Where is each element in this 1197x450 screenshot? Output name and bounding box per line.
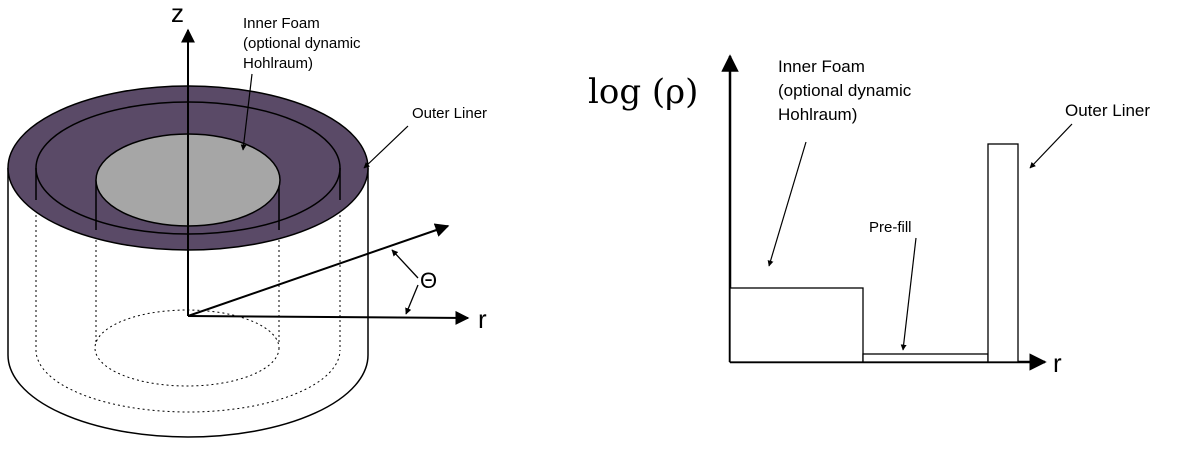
- theta-label: Θ: [420, 268, 437, 293]
- cylinder-diagram: z r Θ Inner Foam (optional dynamic Hohlr…: [7, 0, 487, 438]
- theta-ray: [187, 223, 450, 317]
- profile-outer-liner-pointer: [1029, 123, 1073, 169]
- inner-foam-bar: [729, 287, 864, 363]
- r-axis-label: r: [478, 304, 487, 334]
- density-profile-diagram: log (ρ) r Inner Foam (optional dynamic H…: [588, 54, 1150, 378]
- r-axis: [187, 310, 470, 325]
- profile-inner-foam-line1: Inner Foam: [778, 57, 865, 76]
- x-axis-label: r: [1053, 348, 1062, 378]
- liner-inner-wall-dotted: [35, 200, 341, 413]
- outer-liner-pointer: [363, 125, 409, 169]
- theta-arc-arrow-top: [391, 249, 419, 279]
- prefill-bar: [862, 353, 989, 363]
- z-axis-label: z: [171, 0, 184, 28]
- prefill-pointer: [900, 237, 917, 351]
- prefill-label: Pre-fill: [869, 219, 912, 236]
- inner-foam-label-line3: Hohlraum): [243, 55, 313, 72]
- inner-foam-pointer: [240, 73, 253, 151]
- outer-liner-label: Outer Liner: [412, 105, 487, 122]
- inner-foam-label-line2: (optional dynamic: [243, 35, 361, 52]
- inner-foam-label-line1: Inner Foam: [243, 15, 320, 32]
- y-axis-label: log (ρ): [588, 72, 698, 112]
- profile-inner-foam-line3: Hohlraum): [778, 105, 857, 124]
- profile-inner-foam-pointer: [767, 141, 807, 267]
- profile-outer-liner-label: Outer Liner: [1065, 101, 1150, 120]
- theta-arc-arrow-bottom: [405, 284, 419, 315]
- outer-liner-bar: [987, 143, 1019, 363]
- profile-inner-foam-line2: (optional dynamic: [778, 81, 912, 100]
